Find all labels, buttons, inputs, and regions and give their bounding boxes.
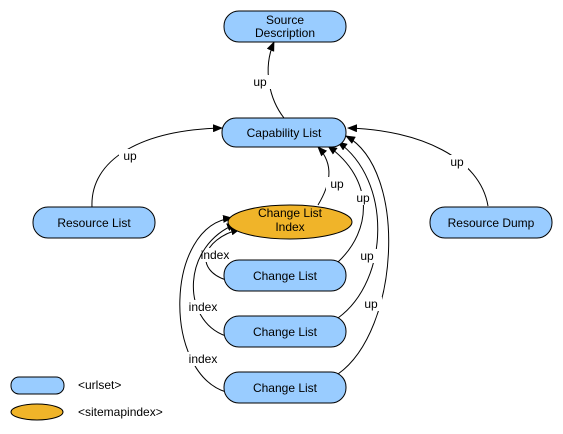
edge-label-bg: [326, 177, 348, 191]
edge-label-bg: [187, 352, 219, 366]
node-label: Change List: [253, 381, 318, 395]
node-label-line2: Index: [275, 220, 304, 234]
edge-label-cl1-to-index: index: [201, 248, 230, 262]
node-shape: [223, 371, 347, 404]
node-capability-list: Capability List: [221, 117, 347, 148]
node-change-list-index: Change List Index: [227, 204, 353, 240]
node-resource-dump: Resource Dump: [429, 206, 553, 239]
edge-label-cl1-to-capability: up: [356, 191, 370, 205]
node-label: Resource Dump: [448, 216, 535, 230]
node-label: Capability List: [247, 126, 322, 140]
node-change-list-2: Change List: [223, 315, 347, 348]
node-shape: [223, 315, 347, 348]
node-shape: [221, 117, 347, 148]
legend-swatch-urlset: [10, 376, 65, 395]
node-label: Change List: [253, 269, 318, 283]
node-label-line2: Description: [255, 26, 315, 40]
edge-label-cl2-to-capability: up: [360, 249, 374, 263]
legend: <urlset> <sitemapindex>: [10, 376, 163, 421]
legend-item-sitemapindex: <sitemapindex>: [10, 403, 163, 421]
edge-label-resource-dump-to-capability: up: [450, 155, 464, 169]
legend-label-sitemapindex: <sitemapindex>: [78, 405, 163, 419]
edge-label-cl3-to-index: index: [189, 352, 218, 366]
node-source-description: Source Description: [223, 10, 347, 43]
node-label-line1: Source: [266, 13, 304, 27]
edge-index-to-capability: [317, 146, 330, 206]
node-shape: [32, 206, 156, 239]
edge-label-cl2-to-index: index: [189, 300, 218, 314]
edge-label-bg: [187, 300, 219, 314]
edge-label-bg: [360, 297, 382, 311]
node-shape: [223, 10, 347, 43]
edge-label-bg: [249, 75, 271, 89]
node-shape: [429, 206, 553, 239]
edge-cl3-to-index: [179, 214, 233, 393]
node-label: Change List: [253, 325, 318, 339]
edge-cl2-to-capability: [337, 141, 379, 319]
edge-label-bg: [199, 248, 231, 262]
node-label-line1: Change List: [258, 206, 323, 220]
legend-label-urlset: <urlset>: [78, 378, 121, 392]
node-label: Resource List: [57, 216, 131, 230]
legend-swatch-sitemapindex: [10, 403, 64, 421]
edge-label-bg: [356, 249, 378, 263]
edge-cl2-to-index: [193, 223, 237, 337]
edge-label-bg: [352, 191, 374, 205]
edge-label-bg: [446, 155, 468, 169]
edge-resource-dump-to-capability: [347, 124, 489, 207]
edge-label-bg: [119, 149, 141, 163]
node-shape: [227, 204, 353, 240]
node-shape: [223, 259, 347, 292]
edge-label-index-to-capability: up: [330, 177, 344, 191]
legend-item-urlset: <urlset>: [10, 376, 121, 395]
node-change-list-1: Change List: [223, 259, 347, 292]
node-resource-list: Resource List: [32, 206, 156, 239]
edge-resource-list-to-capability: [91, 124, 223, 208]
node-change-list-3: Change List: [223, 371, 347, 404]
edge-label-cl3-to-capability: up: [364, 297, 378, 311]
edge-cl3-to-capability: [337, 135, 390, 375]
edge-label-resource-list-to-capability: up: [123, 149, 137, 163]
edge-label-capability-to-source: up: [253, 75, 267, 89]
